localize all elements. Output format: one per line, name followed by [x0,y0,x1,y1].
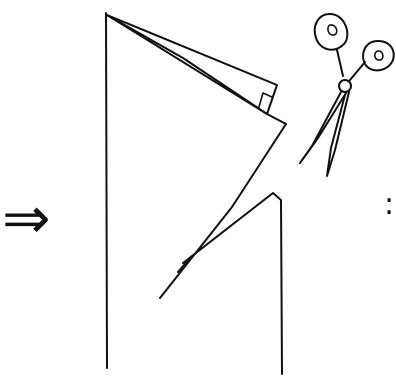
scissors-icon [300,14,394,176]
trailing-colon: : [384,187,394,222]
sheet-left-edge [106,13,107,368]
cut-connector [178,258,190,272]
lower-right-piece [183,193,282,374]
paper-sheet [106,13,286,374]
implies-arrow: ⇒ [2,184,51,252]
